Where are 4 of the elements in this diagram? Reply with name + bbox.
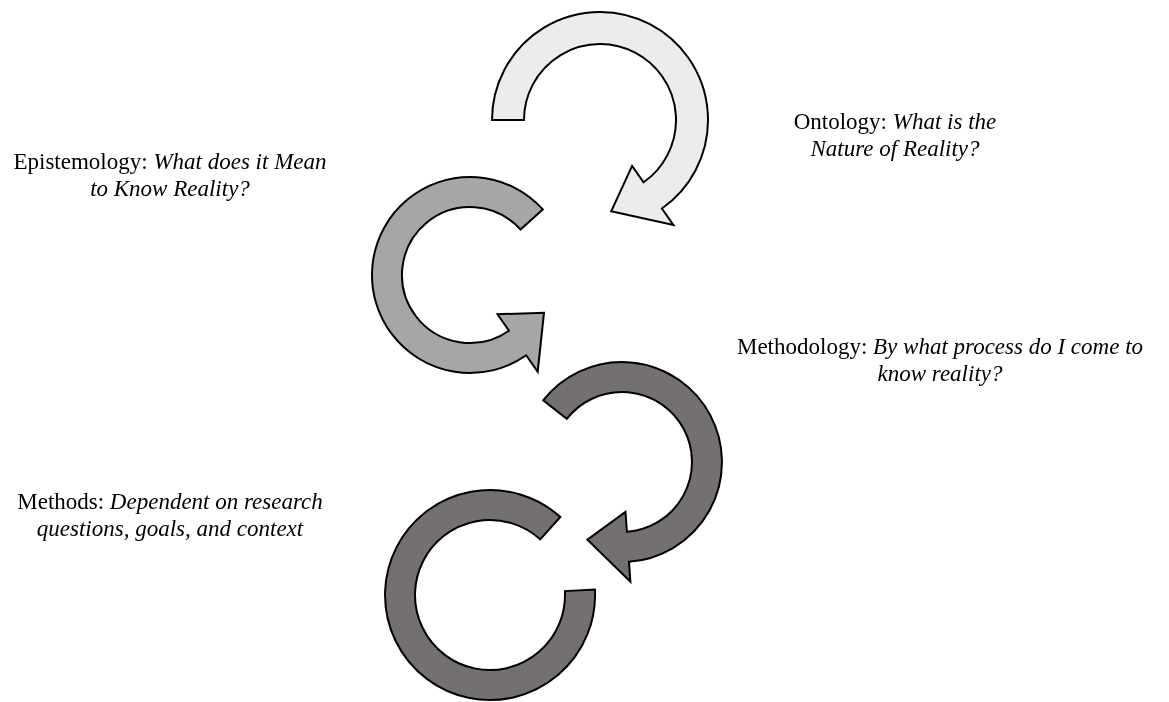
label-text: Methods: Dependent on research questions, goals, and context bbox=[16, 488, 324, 542]
label-text: Ontology: What is the Nature of Reality? bbox=[792, 108, 998, 162]
label-text: Epistemology: What does it Mean to Know Reality? bbox=[12, 148, 328, 202]
label-text: Methodology: By what process do I come to know reality? bbox=[735, 333, 1145, 387]
